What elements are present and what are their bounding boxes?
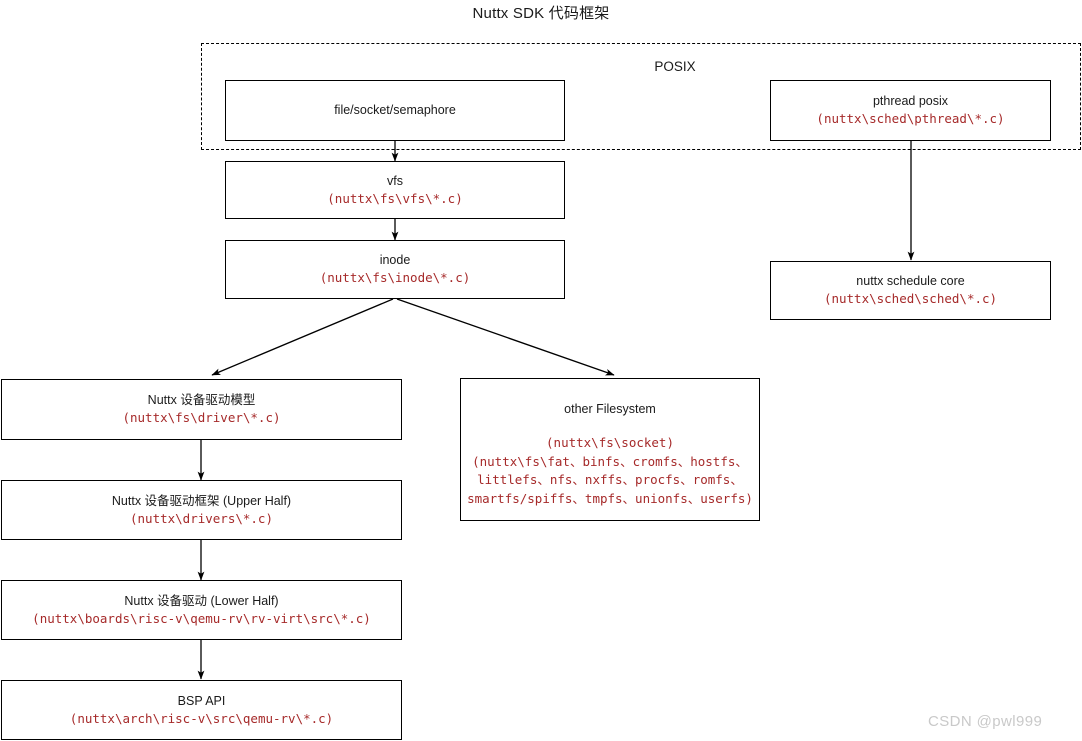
node-path: (nuttx\drivers\*.c) xyxy=(130,510,273,526)
node-path-line-2: (nuttx\fs\fat、binfs、cromfs、hostfs、 xyxy=(472,453,748,469)
node-label: other Filesystem xyxy=(564,402,656,416)
node-pthread-posix[interactable]: pthread posix (nuttx\sched\pthread\*.c) xyxy=(770,80,1051,141)
node-label: Nuttx 设备驱动 (Lower Half) xyxy=(124,593,279,608)
node-label: inode xyxy=(379,253,411,268)
node-nuttx-schedule-core[interactable]: nuttx schedule core (nuttx\sched\sched\*… xyxy=(770,261,1051,320)
csdn-watermark: CSDN @pwl999 xyxy=(928,713,1043,730)
node-path-line-1: (nuttx\fs\socket) xyxy=(546,434,674,450)
edge-inode-to-other-filesystem xyxy=(396,298,615,376)
node-path: (nuttx\fs\inode\*.c) xyxy=(319,270,471,285)
node-path: (nuttx\arch\risc-v\src\qemu-rv\*.c) xyxy=(69,710,334,726)
node-label: pthread posix xyxy=(872,94,949,109)
node-path-line-4: smartfs/spiffs、tmpfs、unionfs、userfs) xyxy=(467,491,753,507)
page-title: Nuttx SDK 代码框架 xyxy=(472,5,610,22)
node-driver-upper-half[interactable]: Nuttx 设备驱动框架 (Upper Half) (nuttx\drivers… xyxy=(1,480,402,540)
node-label: Nuttx 设备驱动框架 (Upper Half) xyxy=(111,493,292,508)
node-driver-model[interactable]: Nuttx 设备驱动模型 (nuttx\fs\driver\*.c) xyxy=(1,379,402,440)
node-label: file/socket/semaphore xyxy=(334,103,456,118)
node-label: vfs xyxy=(387,173,403,188)
node-driver-lower-half[interactable]: Nuttx 设备驱动 (Lower Half) (nuttx\boards\ri… xyxy=(1,580,402,640)
node-label: nuttx schedule core xyxy=(856,274,965,289)
node-path: (nuttx\fs\vfs\*.c) xyxy=(327,190,463,206)
node-label: BSP API xyxy=(177,693,226,708)
posix-zone-label: POSIX xyxy=(654,59,696,74)
node-other-filesystem[interactable]: other Filesystem (nuttx\fs\socket) (nutt… xyxy=(460,378,760,521)
node-inode[interactable]: inode (nuttx\fs\inode\*.c) xyxy=(225,240,565,299)
node-path: (nuttx\boards\risc-v\qemu-rv\rv-virt\src… xyxy=(32,610,371,626)
node-file-socket-semaphore[interactable]: file/socket/semaphore xyxy=(225,80,565,141)
edge-inode-to-driver-model xyxy=(211,298,394,376)
node-path-line-3: littlefs、nfs、nxffs、procfs、romfs、 xyxy=(477,472,743,488)
node-bsp-api[interactable]: BSP API (nuttx\arch\risc-v\src\qemu-rv\*… xyxy=(1,680,402,740)
node-label: Nuttx 设备驱动模型 xyxy=(147,393,256,408)
node-path: (nuttx\fs\driver\*.c) xyxy=(122,410,281,425)
posix-zone xyxy=(201,43,1081,150)
node-path: (nuttx\sched\pthread\*.c) xyxy=(816,111,1005,126)
node-path: (nuttx\sched\sched\*.c) xyxy=(823,291,998,306)
node-vfs[interactable]: vfs (nuttx\fs\vfs\*.c) xyxy=(225,161,565,219)
